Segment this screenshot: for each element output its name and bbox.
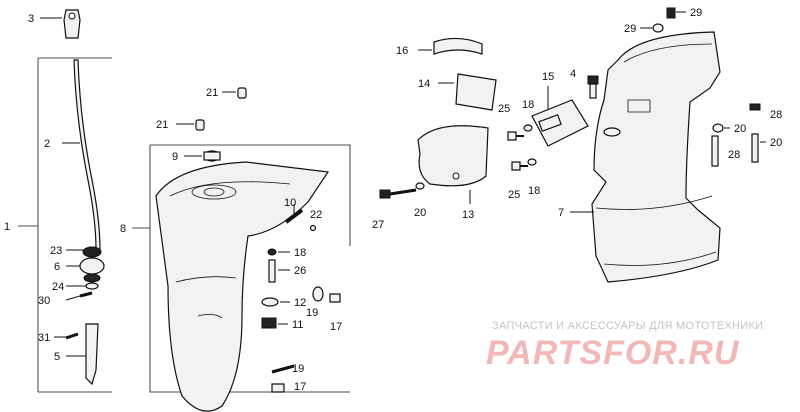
callout-9: 9: [172, 151, 178, 163]
callout-19: 19: [306, 307, 318, 319]
callout-22: 22: [310, 209, 322, 221]
callout-13: 13: [462, 209, 474, 221]
callout-11: 11: [292, 319, 303, 331]
callout-19: 19: [292, 363, 304, 375]
callout-17: 17: [294, 381, 306, 393]
callout-labels: 3212362430315892121102218261211191719171…: [4, 7, 782, 393]
callout-20: 20: [734, 123, 746, 135]
callout-18: 18: [294, 247, 306, 259]
callout-28: 28: [728, 149, 740, 161]
callout-29: 29: [690, 7, 702, 19]
callout-30: 30: [38, 295, 50, 307]
callout-17: 17: [330, 321, 342, 333]
callout-5: 5: [54, 351, 60, 363]
watermark: ЗАПЧАСТИ И АКСЕССУАРЫ ДЛЯ МОТОТЕХНИКИ PA…: [486, 320, 763, 372]
watermark-subtitle: ЗАПЧАСТИ И АКСЕССУАРЫ ДЛЯ МОТОТЕХНИКИ: [492, 320, 763, 332]
shift-rod-assembly: [18, 9, 112, 393]
callout-21: 21: [206, 87, 218, 99]
callout-12: 12: [294, 297, 306, 309]
callout-23: 23: [50, 245, 62, 257]
callout-16: 16: [396, 45, 408, 57]
gear-case: [132, 87, 351, 412]
watermark-brand: PARTSFOR.RU: [486, 334, 740, 372]
callout-21: 21: [156, 119, 168, 131]
callout-18: 18: [528, 185, 540, 197]
callout-25: 25: [498, 103, 510, 115]
callout-31: 31: [38, 332, 50, 344]
callout-4: 4: [570, 68, 576, 80]
callout-7: 7: [558, 207, 564, 219]
callout-25: 25: [508, 189, 520, 201]
callout-14: 14: [418, 78, 430, 90]
callout-1: 1: [4, 221, 10, 233]
callout-29: 29: [624, 23, 636, 35]
drive-shaft-housing: [570, 7, 766, 283]
callout-8: 8: [120, 223, 126, 235]
clamp-assembly: [379, 37, 599, 204]
callout-26: 26: [294, 265, 306, 277]
callout-28: 28: [770, 109, 782, 121]
callout-3: 3: [28, 13, 34, 25]
callout-27: 27: [372, 219, 384, 231]
callout-10: 10: [284, 197, 296, 209]
callout-2: 2: [44, 138, 50, 150]
callout-6: 6: [54, 261, 60, 273]
callout-18: 18: [522, 99, 534, 111]
callout-15: 15: [542, 71, 554, 83]
callout-20: 20: [770, 137, 782, 149]
callout-20: 20: [414, 207, 426, 219]
callout-24: 24: [52, 281, 64, 293]
